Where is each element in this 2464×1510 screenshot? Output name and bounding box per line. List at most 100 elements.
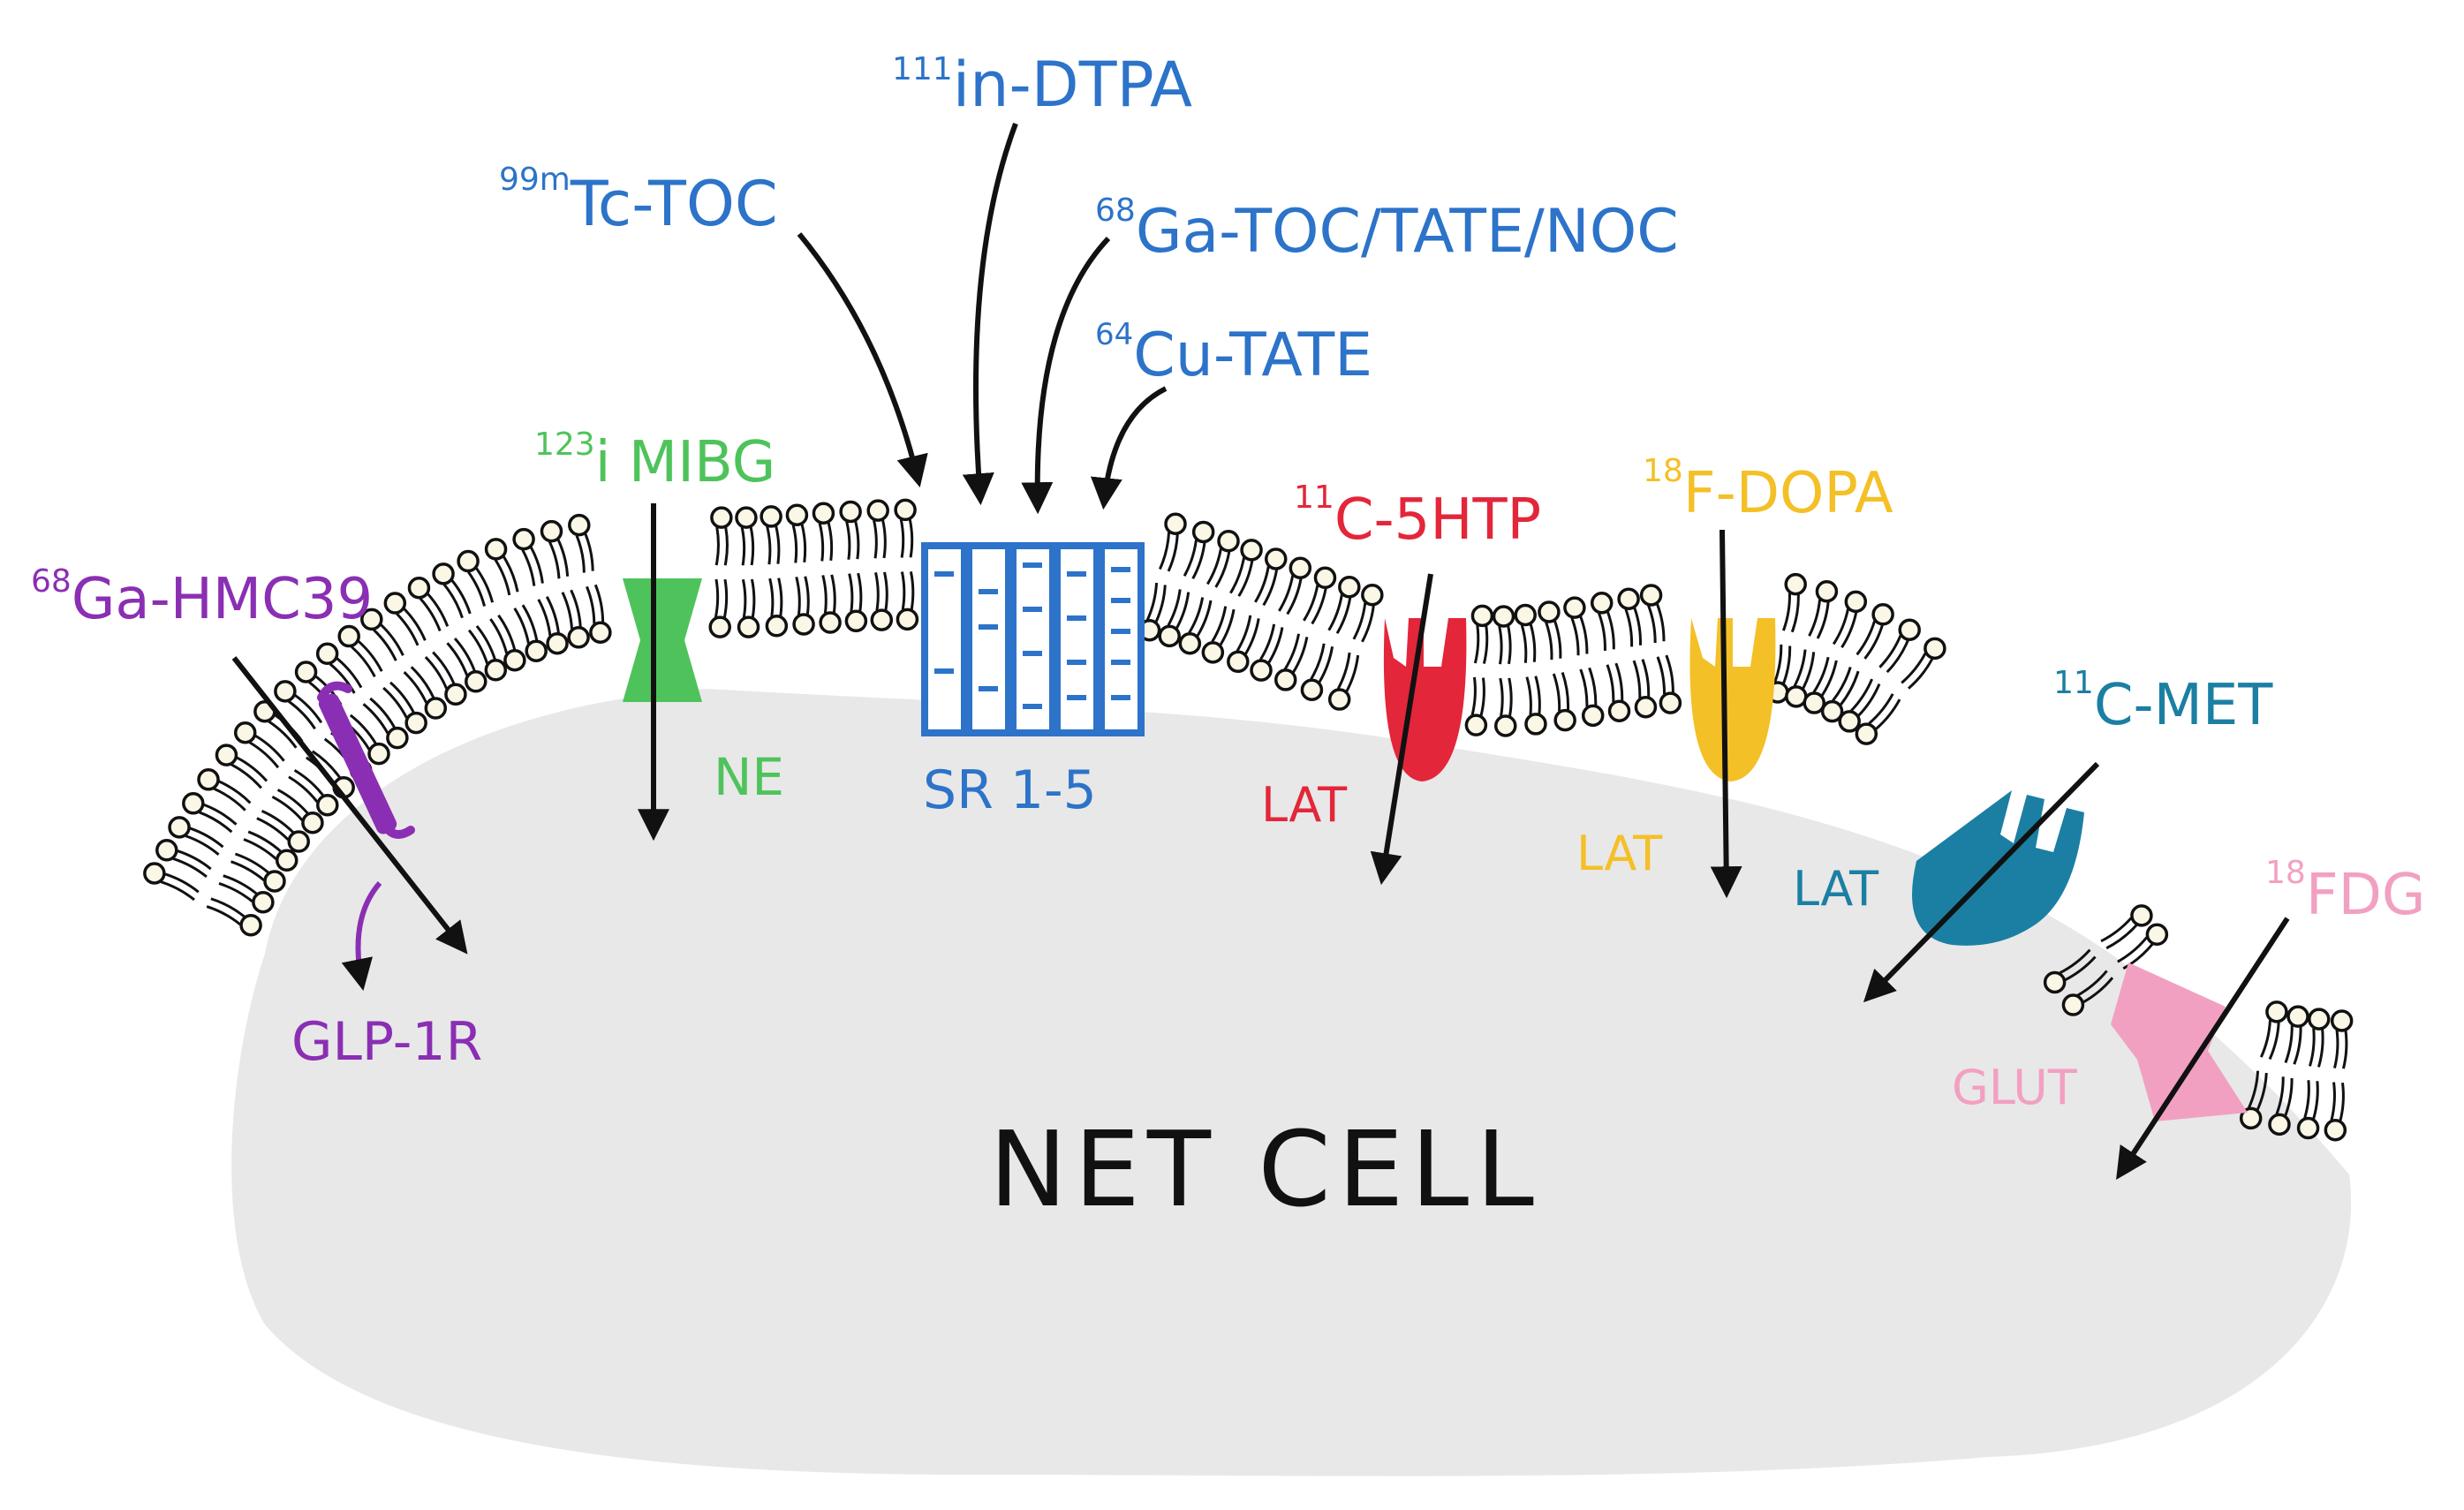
lipid-head xyxy=(1590,592,1614,615)
lipid-head xyxy=(233,721,257,744)
tracer-sup: 68 xyxy=(1095,193,1136,229)
lipid-tail xyxy=(382,686,408,719)
lipid-head xyxy=(567,626,590,649)
lipid-tail xyxy=(1790,594,1800,633)
lipid-head xyxy=(287,830,310,853)
lipid-tail xyxy=(336,657,363,689)
lipid-tail xyxy=(2076,970,2108,997)
lipid-tail xyxy=(791,525,798,563)
tracer-name: Ga-HMC39 xyxy=(72,567,373,632)
lipid-tail xyxy=(256,817,290,841)
lipid-head xyxy=(1191,520,1215,544)
lipid-head xyxy=(1607,699,1631,722)
tracer-name: C-5HTP xyxy=(1334,487,1541,553)
lipid-tail xyxy=(362,703,389,735)
lipid-head xyxy=(2296,1116,2320,1140)
lipid-tail xyxy=(1335,597,1352,634)
lipid-tail xyxy=(1552,673,1561,712)
lipid-tail xyxy=(467,570,487,607)
lipid-tail xyxy=(521,548,536,586)
lipid-tail xyxy=(1808,599,1822,637)
lipid-head xyxy=(432,562,455,585)
lipid-tail xyxy=(1167,534,1179,572)
lipid-head xyxy=(2061,993,2085,1016)
lipid-tail xyxy=(1839,670,1860,706)
lipid-tail xyxy=(1175,592,1190,630)
lipid-head xyxy=(360,608,383,631)
tracer-name: in-DTPA xyxy=(953,49,1192,121)
lipid-tail xyxy=(1327,594,1343,631)
lipid-tail xyxy=(2117,936,2148,963)
lipid-head xyxy=(2145,923,2169,947)
lipid-tail xyxy=(276,789,309,814)
lipid-head xyxy=(870,608,894,631)
lipid-tail xyxy=(1588,667,1598,706)
tracer-sup: 18 xyxy=(2265,855,2306,891)
lipid-tail xyxy=(818,523,825,562)
lipid-head xyxy=(2286,1005,2309,1028)
lipid-head xyxy=(1313,566,1337,590)
lipid-tail xyxy=(247,830,282,853)
lipid-head xyxy=(1338,575,1361,599)
lipid-tail xyxy=(2059,948,2091,975)
lipid-tail xyxy=(740,526,746,566)
lipid-tail xyxy=(1258,623,1276,661)
tracer-label-c-met: 11C-MET xyxy=(2053,665,2273,738)
lipid-head xyxy=(143,862,166,885)
lipid-tail xyxy=(1278,575,1295,612)
lipid-head xyxy=(197,768,220,791)
lipid-head xyxy=(215,744,238,766)
lipid-tail xyxy=(1624,608,1634,647)
lipid-head xyxy=(1784,572,1807,596)
lipid-head xyxy=(316,793,339,817)
lipid-head xyxy=(1855,722,1878,745)
lipid-tail xyxy=(1310,643,1326,680)
lipid-tail xyxy=(311,750,341,779)
lipid-tail xyxy=(768,578,775,617)
tracer-sup: 123 xyxy=(534,427,595,463)
lipid-head xyxy=(2268,1113,2291,1136)
lipid-head xyxy=(301,811,324,834)
cell-body xyxy=(231,689,2352,1476)
lipid-tail xyxy=(722,578,729,618)
lipid-tail xyxy=(2105,924,2138,950)
lipid-tail xyxy=(1361,605,1375,643)
lipid-tail xyxy=(749,526,755,566)
lipid-tail xyxy=(2333,1030,2339,1068)
lipid-tail xyxy=(2064,955,2097,982)
lipid-tail xyxy=(1206,547,1222,585)
lipid-tail xyxy=(1154,585,1167,623)
lipid-head xyxy=(1164,512,1187,536)
lipid-head xyxy=(404,711,427,735)
lipid-tail xyxy=(1188,597,1205,634)
lipid-head xyxy=(1524,713,1547,736)
lat-yellow-transporter xyxy=(1689,618,1776,781)
lipid-tail xyxy=(236,756,268,782)
lipid-tail xyxy=(2259,1020,2271,1058)
lipid-tail xyxy=(185,834,220,856)
lipid-head xyxy=(168,816,191,839)
lipid-tail xyxy=(1211,606,1228,643)
lipid-head xyxy=(1924,637,1946,661)
lipid-tail xyxy=(2284,1025,2294,1064)
lipid-tail xyxy=(403,671,428,704)
lipid-tail xyxy=(1292,637,1309,674)
lipid-tail xyxy=(545,596,560,633)
ne-transporter xyxy=(623,578,702,702)
lipid-head xyxy=(765,615,789,638)
lipid-head xyxy=(1158,624,1181,648)
lipid-tail xyxy=(1579,668,1589,707)
lipid-tail xyxy=(497,614,517,651)
lipid-tail xyxy=(2256,1072,2268,1111)
lipid-tail xyxy=(357,640,383,672)
lipid-tail xyxy=(1352,602,1367,640)
lipid-tail xyxy=(714,578,720,618)
lipid-head xyxy=(589,621,612,645)
tracer-label-in-dtpa: 111in-DTPA xyxy=(892,49,1192,121)
lipid-head xyxy=(1659,691,1682,714)
lipid-head xyxy=(785,503,809,526)
lipid-head xyxy=(1815,579,1839,603)
lipid-head xyxy=(1178,632,1202,655)
lipid-head xyxy=(1201,641,1225,664)
lipid-head xyxy=(568,513,591,537)
